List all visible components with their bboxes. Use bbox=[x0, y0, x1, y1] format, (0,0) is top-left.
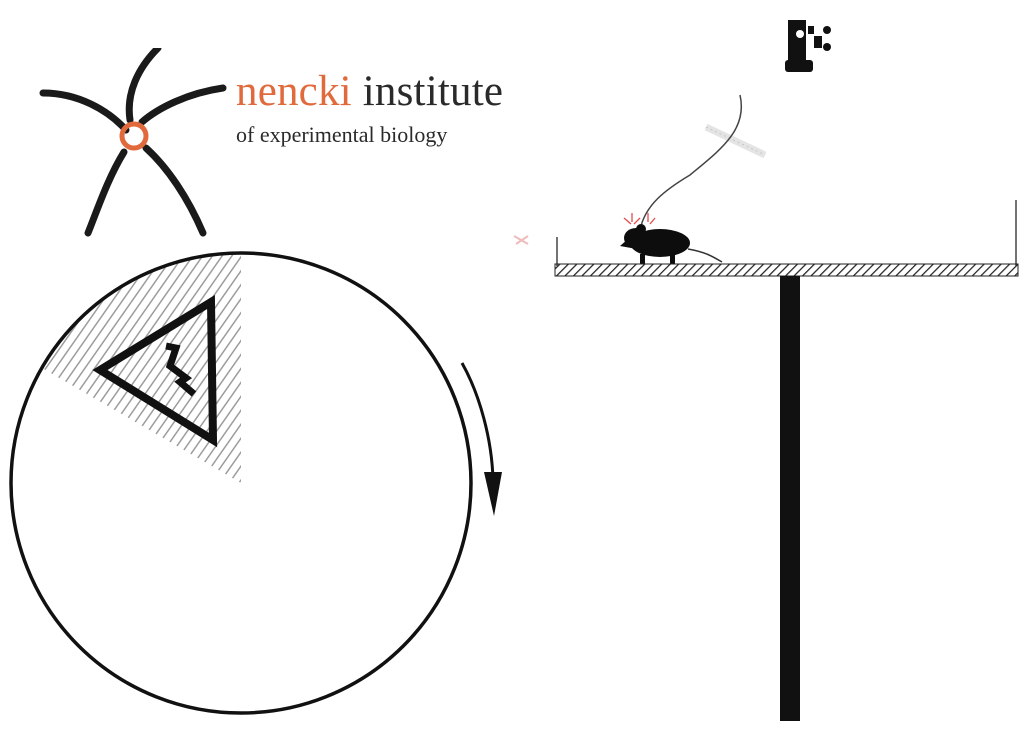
arena-side-view bbox=[513, 20, 1019, 721]
ghost-led-mark bbox=[513, 235, 529, 245]
arena-outline bbox=[9, 251, 473, 715]
institute-logo: nencki institute of experimental biology bbox=[38, 48, 578, 238]
neuron-logo-icon bbox=[39, 48, 227, 237]
arena-floor bbox=[554, 263, 1019, 277]
pedestal bbox=[780, 276, 800, 721]
logo-title: nencki institute bbox=[236, 70, 503, 113]
led-icon bbox=[623, 213, 656, 225]
mouse-tail bbox=[687, 248, 723, 263]
mouse-icon bbox=[620, 224, 690, 264]
arena-top-view bbox=[9, 251, 502, 715]
logo-subtitle: of experimental biology bbox=[236, 122, 448, 147]
shock-warning-icon bbox=[92, 294, 218, 448]
ghost-arrow bbox=[704, 123, 767, 159]
clockwise-arrow-icon bbox=[460, 362, 502, 516]
logo-title-part1: nencki bbox=[236, 68, 352, 115]
cable-icon bbox=[639, 94, 743, 231]
camera-icon bbox=[785, 20, 831, 72]
logo-title-part2: institute bbox=[351, 68, 504, 115]
